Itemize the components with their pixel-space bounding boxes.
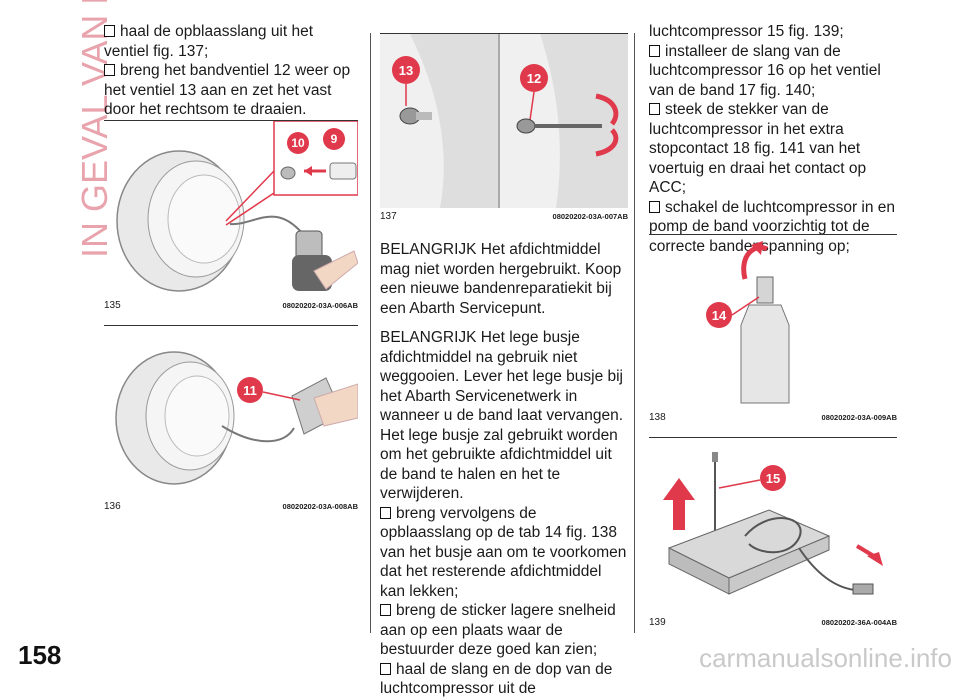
callout-12: 12	[527, 71, 541, 86]
checkbox-bullet-icon	[380, 506, 391, 519]
important-note: BELANGRIJK Het lege busje afdichtmiddel …	[380, 329, 624, 502]
list-item: installeer de slang van de luchtcompress…	[649, 42, 881, 99]
checkbox-bullet-icon	[649, 103, 660, 115]
callout-15: 15	[766, 471, 780, 486]
column-divider	[634, 33, 635, 633]
list-item: haal de slang en de dop van de luchtcomp…	[380, 660, 613, 697]
important-note: BELANGRIJK Het afdichtmiddel mag niet wo…	[380, 241, 622, 317]
checkbox-bullet-icon	[649, 200, 660, 213]
callout-10: 10	[291, 136, 305, 150]
column-2-text: BELANGRIJK Het afdichtmiddel mag niet wo…	[380, 240, 630, 699]
list-item: breng het bandventiel 12 weer op het ven…	[104, 62, 351, 118]
checkbox-bullet-icon	[380, 662, 391, 675]
checkbox-bullet-icon	[104, 64, 115, 76]
column-3-text: luchtcompressor 15 fig. 139; installeer …	[649, 22, 904, 256]
checkbox-bullet-icon	[649, 44, 660, 57]
checkbox-bullet-icon	[104, 25, 115, 37]
list-item: breng de sticker lagere snelheid aan op …	[380, 602, 616, 658]
list-item: breng vervolgens de opblaasslang op de t…	[380, 504, 627, 600]
list-item: steek de stekker van de luchtcompressor …	[649, 101, 867, 196]
column-divider	[370, 33, 371, 633]
watermark: carmanualsonline.info	[699, 643, 952, 673]
column-1-text: haal de opblaasslang uit het ventiel fig…	[104, 22, 359, 120]
callout-13: 13	[399, 63, 413, 78]
callout-14: 14	[712, 308, 727, 323]
continuation-text: luchtcompressor 15 fig. 139;	[649, 23, 844, 40]
callout-9: 9	[331, 132, 338, 146]
checkbox-bullet-icon	[380, 604, 391, 616]
list-item: haal de opblaasslang uit het ventiel fig…	[104, 23, 314, 60]
section-title: IN GEVAL VAN NOOD	[74, 0, 115, 258]
list-item: schakel de luchtcompressor in en pomp de…	[649, 198, 896, 255]
page-number: 158	[18, 640, 62, 670]
callout-11: 11	[243, 383, 257, 398]
